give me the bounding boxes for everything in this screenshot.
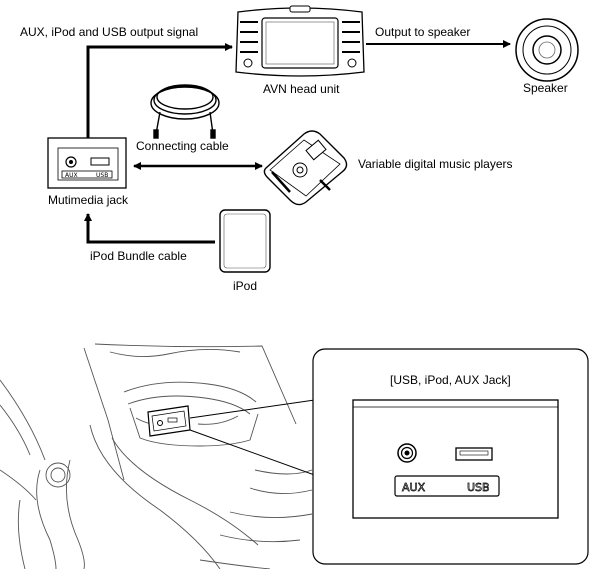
- cable-icon: [150, 84, 220, 139]
- ipod-label: iPod: [233, 279, 258, 293]
- music-player-icon: [263, 130, 348, 206]
- signal-label: AUX, iPod and USB output signal: [20, 25, 199, 39]
- connecting-cable-label: Connecting cable: [136, 139, 229, 153]
- speaker-icon: [515, 18, 579, 82]
- head-unit-label: AVN head unit: [263, 82, 340, 96]
- jack-closeup-usb-label: USB: [467, 481, 490, 494]
- output-speaker-label: Output to speaker: [375, 25, 471, 39]
- jack-closeup-aux-label: AUX: [402, 481, 426, 494]
- console-drawing: [0, 343, 313, 569]
- head-unit-icon: [235, 5, 365, 77]
- multimedia-jack-label: Mutimedia jack: [48, 193, 129, 207]
- speaker-label: Speaker: [523, 81, 568, 95]
- signal-arrow: [86, 43, 233, 138]
- ipod-cable-label: iPod Bundle cable: [90, 249, 187, 263]
- inset-title: [USB, iPod, AUX Jack]: [390, 373, 511, 387]
- jack-closeup-icon: AUX USB: [352, 399, 559, 519]
- ipod-icon: [219, 209, 271, 273]
- music-players-label: Variable digital music players: [358, 157, 513, 171]
- jack-small-aux-label: AUX: [65, 172, 78, 179]
- jack-small-usb-label: USB: [96, 172, 108, 179]
- ipod-cable-arrow: [84, 213, 215, 244]
- multimedia-jack-icon: AUX USB: [47, 137, 127, 189]
- console-jack-icon: [147, 405, 191, 437]
